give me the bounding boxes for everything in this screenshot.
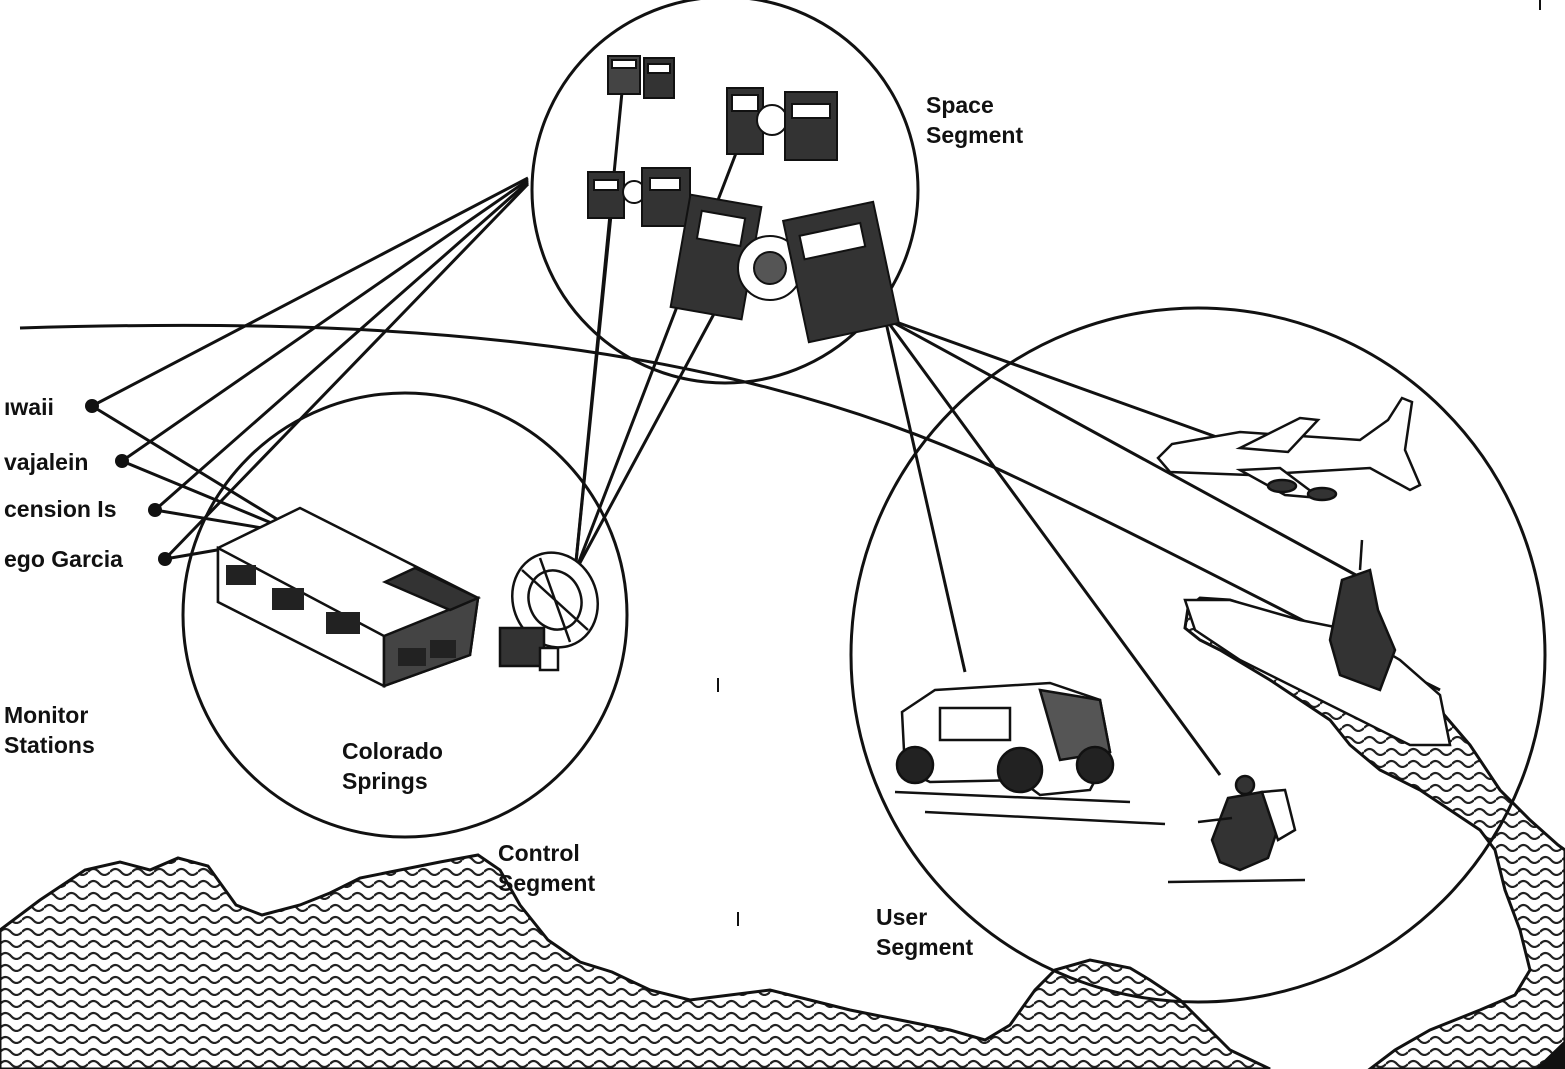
station-label-hawaii: ıwaii bbox=[4, 394, 54, 420]
station-label-ascension: cension Is bbox=[4, 496, 117, 522]
control-segment-label-line2: Segment bbox=[498, 870, 596, 896]
user-links bbox=[883, 316, 1366, 776]
satellite-3 bbox=[587, 167, 691, 227]
uplink-lines bbox=[573, 91, 740, 573]
satellite-1 bbox=[607, 55, 675, 99]
station-dot-hawaii bbox=[85, 399, 99, 413]
monitor-stations-heading-line2: Stations bbox=[4, 732, 95, 758]
corner-mark bbox=[1535, 1040, 1565, 1069]
monitor-station-links bbox=[91, 176, 530, 561]
control-site-label-line2: Springs bbox=[342, 768, 428, 794]
ship-icon bbox=[1183, 539, 1452, 747]
airplane-icon bbox=[1156, 396, 1422, 502]
military-truck-icon bbox=[894, 681, 1166, 826]
control-site-label: Colorado Springs bbox=[342, 736, 443, 796]
user-segment-label: User Segment bbox=[876, 902, 973, 962]
station-label-diego-garcia: ego Garcia bbox=[4, 546, 123, 572]
control-segment-circle bbox=[181, 391, 629, 839]
control-segment-label: Control Segment bbox=[498, 838, 595, 898]
control-segment-label-line1: Control bbox=[498, 840, 580, 866]
control-building-icon bbox=[216, 506, 482, 689]
station-dot-diego-garcia bbox=[158, 552, 172, 566]
station-label-kwajalein: vajalein bbox=[4, 449, 89, 475]
orbit-arc bbox=[19, 323, 1441, 692]
monitor-station-dots bbox=[85, 399, 172, 566]
mountain-range-landmass bbox=[0, 853, 1271, 1069]
space-segment-circle bbox=[530, 0, 920, 385]
satellite-4 bbox=[669, 193, 901, 344]
space-segment-label-line1: Space bbox=[926, 92, 994, 118]
space-segment-label: Space Segment bbox=[926, 90, 1023, 150]
monitor-stations-heading-line1: Monitor bbox=[4, 702, 89, 728]
user-segment-label-line2: Segment bbox=[876, 934, 974, 960]
satellite-2 bbox=[726, 87, 838, 161]
control-site-label-line1: Colorado bbox=[342, 738, 443, 764]
soldier-icon bbox=[1167, 774, 1306, 884]
satellite-dish-icon bbox=[498, 551, 599, 672]
station-dot-ascension bbox=[148, 503, 162, 517]
station-dot-kwajalein bbox=[115, 454, 129, 468]
satellite-icon bbox=[587, 55, 901, 344]
monitor-stations-heading: Monitor Stations bbox=[4, 700, 95, 760]
space-segment-label-line2: Segment bbox=[926, 122, 1024, 148]
user-segment-circle bbox=[849, 306, 1547, 1004]
user-segment-label-line1: User bbox=[876, 904, 928, 930]
